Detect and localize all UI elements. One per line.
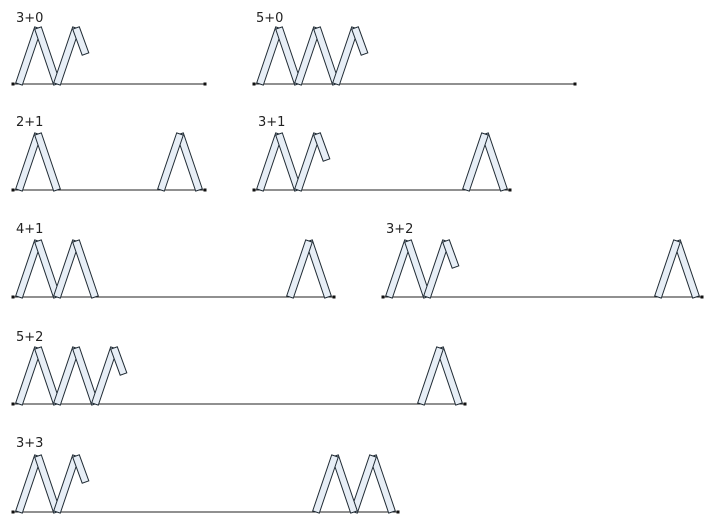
plank <box>294 26 321 86</box>
diagram-drawing <box>252 132 512 192</box>
diagram-4-1: 4+1 <box>11 222 336 299</box>
plank <box>654 239 681 299</box>
plank <box>15 26 42 86</box>
baseline-endpoint <box>252 188 256 192</box>
plank <box>72 454 90 484</box>
diagram-label: 3+0 <box>16 11 43 26</box>
plank <box>15 346 42 406</box>
plank <box>91 346 118 406</box>
diagram-3-3: 3+3 <box>11 436 400 514</box>
diagram-5-2: 5+2 <box>11 330 467 406</box>
diagram-label: 2+1 <box>16 115 43 130</box>
diagram-drawing <box>11 26 207 86</box>
plank <box>305 239 332 299</box>
diagram-2-1: 2+1 <box>11 115 207 192</box>
plank <box>256 26 283 86</box>
diagram-drawing <box>11 239 336 299</box>
diagram-label: 3+3 <box>16 436 43 451</box>
plank <box>462 132 489 192</box>
plank <box>369 454 396 514</box>
diagram-3-2: 3+2 <box>381 222 704 299</box>
diagram-label: 3+2 <box>386 222 413 237</box>
plank <box>176 132 203 192</box>
plank <box>53 346 80 406</box>
plank <box>15 454 42 514</box>
baseline-endpoint <box>508 188 512 192</box>
diagram-drawing <box>11 454 400 514</box>
diagram-3-0: 3+0 <box>11 11 207 86</box>
plank <box>312 454 339 514</box>
plank <box>313 132 331 162</box>
plank <box>72 26 90 56</box>
baseline-endpoint <box>203 188 207 192</box>
diagram-drawing <box>381 239 704 299</box>
plank <box>331 454 358 514</box>
diagram-label: 4+1 <box>16 222 43 237</box>
plank <box>442 239 460 269</box>
diagram-label: 3+1 <box>258 115 285 130</box>
plank <box>15 239 42 299</box>
plank <box>157 132 184 192</box>
plank <box>294 132 321 192</box>
plank <box>256 132 283 192</box>
diagram-3-1: 3+1 <box>252 115 512 192</box>
plank <box>436 346 463 406</box>
baseline-endpoint <box>11 295 15 299</box>
baseline-endpoint <box>463 402 467 406</box>
baseline-endpoint <box>203 82 207 86</box>
baseline-endpoint <box>11 188 15 192</box>
plank <box>332 26 359 86</box>
plank <box>673 239 700 299</box>
plank <box>15 132 42 192</box>
diagram-label: 5+2 <box>16 330 43 345</box>
baseline-endpoint <box>332 295 336 299</box>
plank <box>53 239 80 299</box>
plank <box>53 454 80 514</box>
baseline-endpoint <box>700 295 704 299</box>
diagram-drawing <box>11 346 467 406</box>
plank <box>351 26 369 56</box>
diagram-label: 5+0 <box>256 11 283 26</box>
baseline-endpoint <box>252 82 256 86</box>
baseline-endpoint <box>11 82 15 86</box>
diagram-5-0: 5+0 <box>252 11 577 86</box>
plank <box>385 239 412 299</box>
plank <box>417 346 444 406</box>
plank <box>72 239 99 299</box>
baseline-endpoint <box>573 82 577 86</box>
baseline-endpoint <box>396 510 400 514</box>
plank <box>34 132 61 192</box>
plank <box>110 346 128 376</box>
plank <box>286 239 313 299</box>
diagram-drawing <box>11 132 207 192</box>
plank <box>481 132 508 192</box>
baseline-endpoint <box>381 295 385 299</box>
plank <box>53 26 80 86</box>
baseline-endpoint <box>11 510 15 514</box>
plank <box>423 239 450 299</box>
baseline-endpoint <box>11 402 15 406</box>
diagram-drawing <box>252 26 577 86</box>
